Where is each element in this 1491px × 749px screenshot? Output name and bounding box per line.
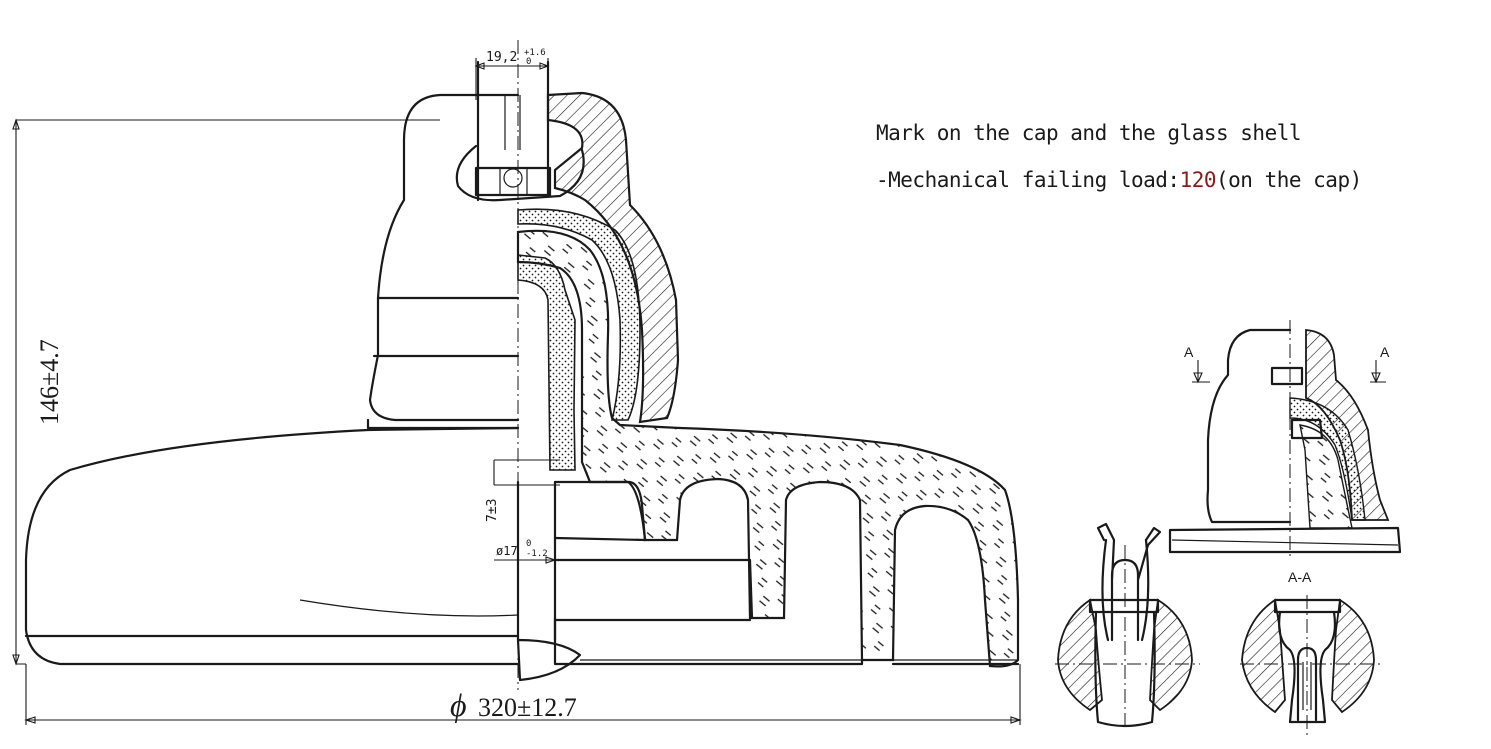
note-failing-load: -Mechanical failing load:120(on the cap) xyxy=(876,168,1362,192)
detail-right-hatch-l xyxy=(1241,598,1286,714)
svg-text:-1.2: -1.2 xyxy=(526,549,548,559)
detail-left-hatch-l xyxy=(1057,598,1103,712)
pin-offset-dim: 7±3 xyxy=(485,499,500,522)
pin-detail-left xyxy=(1055,522,1200,730)
note-failing-load-label: -Mechanical failing load: xyxy=(876,168,1180,192)
cut-label-right: A xyxy=(1380,344,1390,360)
dimensions: 19,2 +1.6 0 146±4.7 7±3 ø17 0 -1.2 ϕ 320… xyxy=(12,48,1022,725)
cut-label-left: A xyxy=(1184,344,1194,360)
svg-text:+1.6: +1.6 xyxy=(524,48,546,58)
pin-width-dim: 19,2 xyxy=(486,50,517,65)
small-base xyxy=(1168,526,1402,554)
diameter-dim: 320±12.7 xyxy=(478,693,577,722)
pin-detail-section-aa: A-A xyxy=(1240,569,1380,735)
note-mark: Mark on the cap and the glass shell xyxy=(876,121,1302,145)
small-cement xyxy=(1289,397,1366,521)
diameter-symbol: ϕ xyxy=(450,687,467,723)
section-aa-label: A-A xyxy=(1288,569,1312,585)
pin-shaft xyxy=(516,480,557,642)
cap-outline-left xyxy=(368,93,520,422)
detail-left-hatch-r xyxy=(1149,598,1193,712)
shell-outline-left xyxy=(24,426,520,666)
cement-inner xyxy=(517,254,576,471)
note-failing-load-value: 120 xyxy=(1179,168,1217,192)
svg-text:0: 0 xyxy=(526,57,531,67)
height-dim: 146±4.7 xyxy=(35,339,64,425)
locking-key xyxy=(474,166,552,197)
cement-outer xyxy=(517,208,641,421)
pin-tip xyxy=(516,638,582,682)
cap-section xyxy=(546,91,680,424)
note-failing-load-suffix: (on the cap) xyxy=(1216,168,1362,192)
pin-diameter-dim: ø17 xyxy=(496,544,518,558)
main-insulator xyxy=(24,40,1020,690)
split-pin-left xyxy=(1096,522,1162,642)
cap-base-strip xyxy=(366,418,520,430)
pin-head xyxy=(476,60,550,202)
svg-text:0: 0 xyxy=(526,539,531,549)
detail-right-hatch-r xyxy=(1331,598,1375,714)
glass-shell-section xyxy=(516,229,1020,668)
section-view-small: A A xyxy=(1168,320,1402,560)
